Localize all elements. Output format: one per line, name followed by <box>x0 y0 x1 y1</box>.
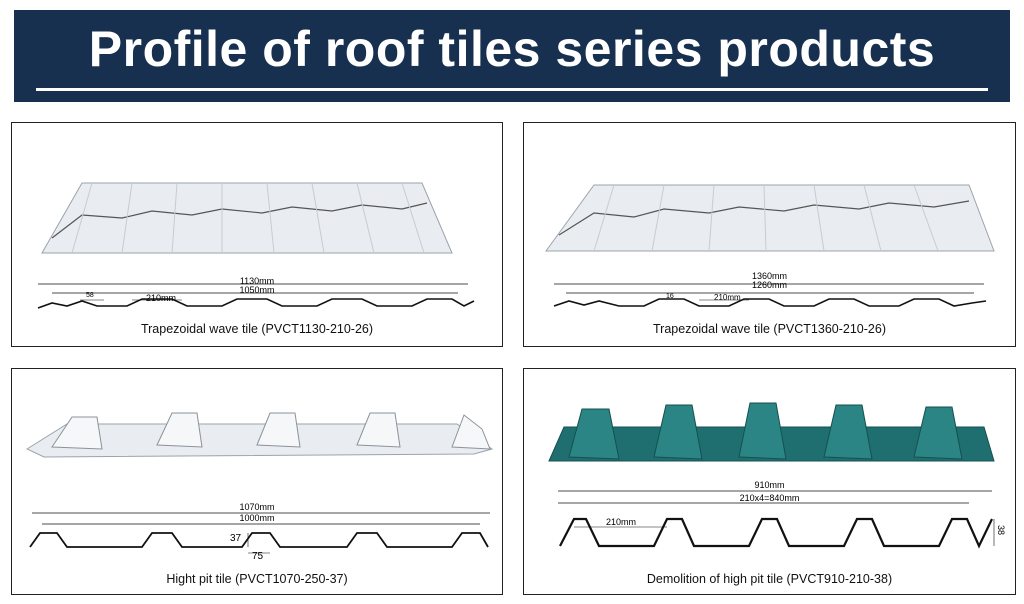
tile-sheet <box>545 184 995 252</box>
effective-width-label: 1260mm <box>751 280 787 290</box>
pitch-label: 210mm <box>146 293 177 303</box>
product-caption-3: Hight pit tile (PVCT1070-250-37) <box>166 572 348 586</box>
product-illustration-2 <box>545 184 995 307</box>
rib-label: 16 <box>666 293 674 300</box>
height-label: 37 <box>230 533 242 544</box>
tile-sheet <box>41 182 453 254</box>
tile-profile <box>553 298 987 307</box>
tile-overlap-edge <box>51 202 428 239</box>
page-title: Profile of roof tiles series products <box>88 21 936 77</box>
rib-label: 58 <box>86 292 94 299</box>
rib-label: 75 <box>252 551 264 562</box>
product-panel-3: 1070mm 1000mm 37 75 Hight pit tile (PVCT… <box>11 368 503 595</box>
title-banner: Profile of roof tiles series products <box>14 10 1010 102</box>
product-panel-1: 1130mm 1050mm 210mm 58 Trapezoidal wave … <box>11 122 503 347</box>
pitch-label: 210mm <box>606 517 637 527</box>
effective-width-label: 1000mm <box>239 513 275 523</box>
effective-width-label: 210x4=840mm <box>739 493 800 503</box>
overall-width-label: 1070mm <box>239 502 275 512</box>
product-illustration-3 <box>25 412 494 554</box>
pitch-label: 210mm <box>714 293 741 302</box>
height-label: 38 <box>996 525 1006 536</box>
product-caption-2: Trapezoidal wave tile (PVCT1360-210-26) <box>653 322 886 336</box>
product-illustration-1 <box>37 182 475 309</box>
overall-width-label: 1130mm <box>239 276 275 286</box>
overall-width-label: 910mm <box>754 480 785 490</box>
product-caption-4: Demolition of high pit tile (PVCT910-210… <box>646 572 893 586</box>
tile-profile <box>29 532 489 548</box>
tile-profile <box>559 517 993 549</box>
product-panel-2: 1360mm 1260mm 210mm 16 Trapezoidal wave … <box>523 122 1016 347</box>
effective-width-label: 1050mm <box>239 285 275 295</box>
product-illustration-4 <box>548 402 995 549</box>
title-underline <box>36 88 988 91</box>
product-caption-1: Trapezoidal wave tile (PVCT1130-210-26) <box>140 322 374 336</box>
overall-width-label: 1360mm <box>751 271 787 281</box>
tile-profile <box>37 298 475 309</box>
tile-overlap-edge <box>558 200 970 236</box>
product-panel-4: 910mm 210x4=840mm 210mm 38 Demolition of… <box>523 368 1016 595</box>
